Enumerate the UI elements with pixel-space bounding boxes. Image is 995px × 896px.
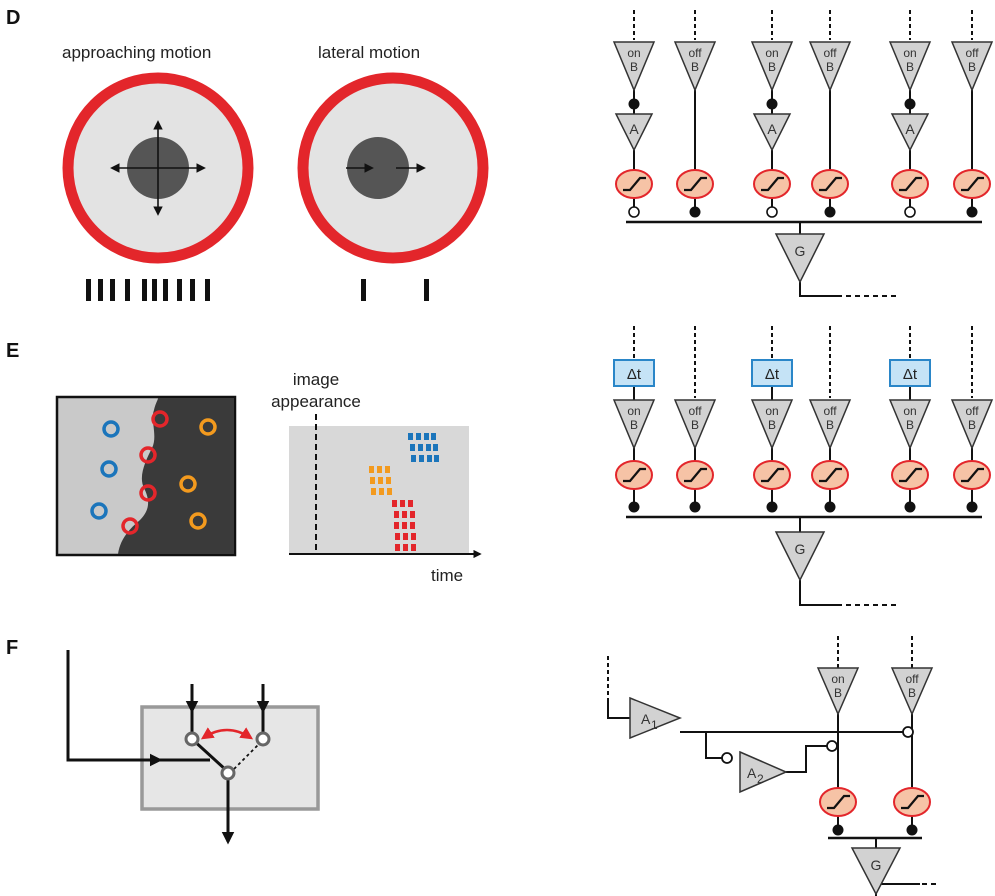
f-a1-sub: 1 bbox=[651, 718, 658, 732]
e-b-label-1: B bbox=[630, 418, 638, 432]
lateral-motion-stimulus bbox=[297, 72, 489, 264]
d-off-label-1: off bbox=[688, 46, 702, 60]
e-off-label-3: off bbox=[965, 404, 979, 418]
f-on-label: on bbox=[831, 672, 844, 686]
delay-labels: Δt Δt Δt bbox=[627, 366, 918, 383]
lateral-motion-title: lateral motion bbox=[318, 43, 420, 62]
circuit-f-dots bbox=[832, 824, 918, 836]
approaching-spike-train bbox=[86, 279, 210, 301]
f-b-label-2: B bbox=[908, 686, 916, 700]
e-b-label-6: B bbox=[968, 418, 976, 432]
appearance-label: appearance bbox=[271, 392, 361, 411]
circuit-d-inhib-dots bbox=[628, 98, 978, 218]
circuit-d-cells bbox=[612, 41, 994, 284]
e-b-label-5: B bbox=[906, 418, 914, 432]
approaching-motion-stimulus bbox=[62, 72, 254, 264]
d-b-label-5: B bbox=[906, 60, 914, 74]
e-raster bbox=[289, 414, 482, 559]
approaching-motion-title: approaching motion bbox=[62, 43, 211, 62]
panel-label-f: F bbox=[6, 637, 18, 659]
f-schematic bbox=[66, 650, 320, 845]
d-a-label-1: A bbox=[629, 121, 639, 137]
circuit-f-open-dots bbox=[721, 726, 914, 764]
panel-label-d: D bbox=[6, 7, 20, 29]
d-off-label-2: off bbox=[823, 46, 837, 60]
e-b-label-3: B bbox=[768, 418, 776, 432]
circuit-f-labels: A 1 A 2 on B off B G bbox=[641, 672, 919, 873]
f-b-label-1: B bbox=[834, 686, 842, 700]
e-scene bbox=[55, 395, 237, 557]
d-on-label-2: on bbox=[765, 46, 778, 60]
d-on-label-3: on bbox=[903, 46, 916, 60]
f-a2-label: A bbox=[747, 765, 757, 781]
time-axis-label: time bbox=[431, 566, 463, 585]
e-b-label-2: B bbox=[691, 418, 699, 432]
delay-label-1: Δt bbox=[627, 366, 642, 383]
e-g-label: G bbox=[795, 541, 806, 557]
circuit-d-open-dots bbox=[628, 206, 916, 218]
d-on-label-1: on bbox=[627, 46, 640, 60]
f-g-label: G bbox=[871, 857, 882, 873]
e-b-label-4: B bbox=[826, 418, 834, 432]
d-off-label-3: off bbox=[965, 46, 979, 60]
circuit-f-cells bbox=[629, 667, 934, 896]
d-a-label-2: A bbox=[767, 121, 777, 137]
f-a1-label: A bbox=[641, 711, 651, 727]
circuit-e bbox=[626, 326, 982, 606]
circuit-d-synapses bbox=[615, 169, 991, 199]
e-off-label-1: off bbox=[688, 404, 702, 418]
delay-label-3: Δt bbox=[903, 366, 918, 383]
delay-label-2: Δt bbox=[765, 366, 780, 383]
circuit-d-labels: on B off B on B off B on B off B A A A G bbox=[627, 46, 979, 259]
f-a2-sub: 2 bbox=[757, 772, 764, 786]
circuit-e-dots bbox=[628, 501, 978, 513]
e-on-label-1: on bbox=[627, 404, 640, 418]
d-b-label-1: B bbox=[630, 60, 638, 74]
lateral-spike-train bbox=[361, 279, 429, 301]
d-b-label-6: B bbox=[968, 60, 976, 74]
delay-boxes bbox=[613, 359, 931, 387]
d-b-label-3: B bbox=[768, 60, 776, 74]
e-on-label-3: on bbox=[903, 404, 916, 418]
circuit-e-cells bbox=[612, 399, 994, 582]
d-b-label-2: B bbox=[691, 60, 699, 74]
d-b-label-4: B bbox=[826, 60, 834, 74]
d-a-label-3: A bbox=[905, 121, 915, 137]
e-on-label-2: on bbox=[765, 404, 778, 418]
d-g-label: G bbox=[795, 243, 806, 259]
f-off-label: off bbox=[905, 672, 919, 686]
image-label: image bbox=[293, 370, 339, 389]
circuit-e-synapses bbox=[615, 460, 991, 490]
panel-label-e: E bbox=[6, 340, 19, 362]
circuit-e-labels: on B off B on B off B on B off B G bbox=[627, 404, 979, 557]
circuit-f-synapses bbox=[819, 787, 931, 817]
e-off-label-2: off bbox=[823, 404, 837, 418]
